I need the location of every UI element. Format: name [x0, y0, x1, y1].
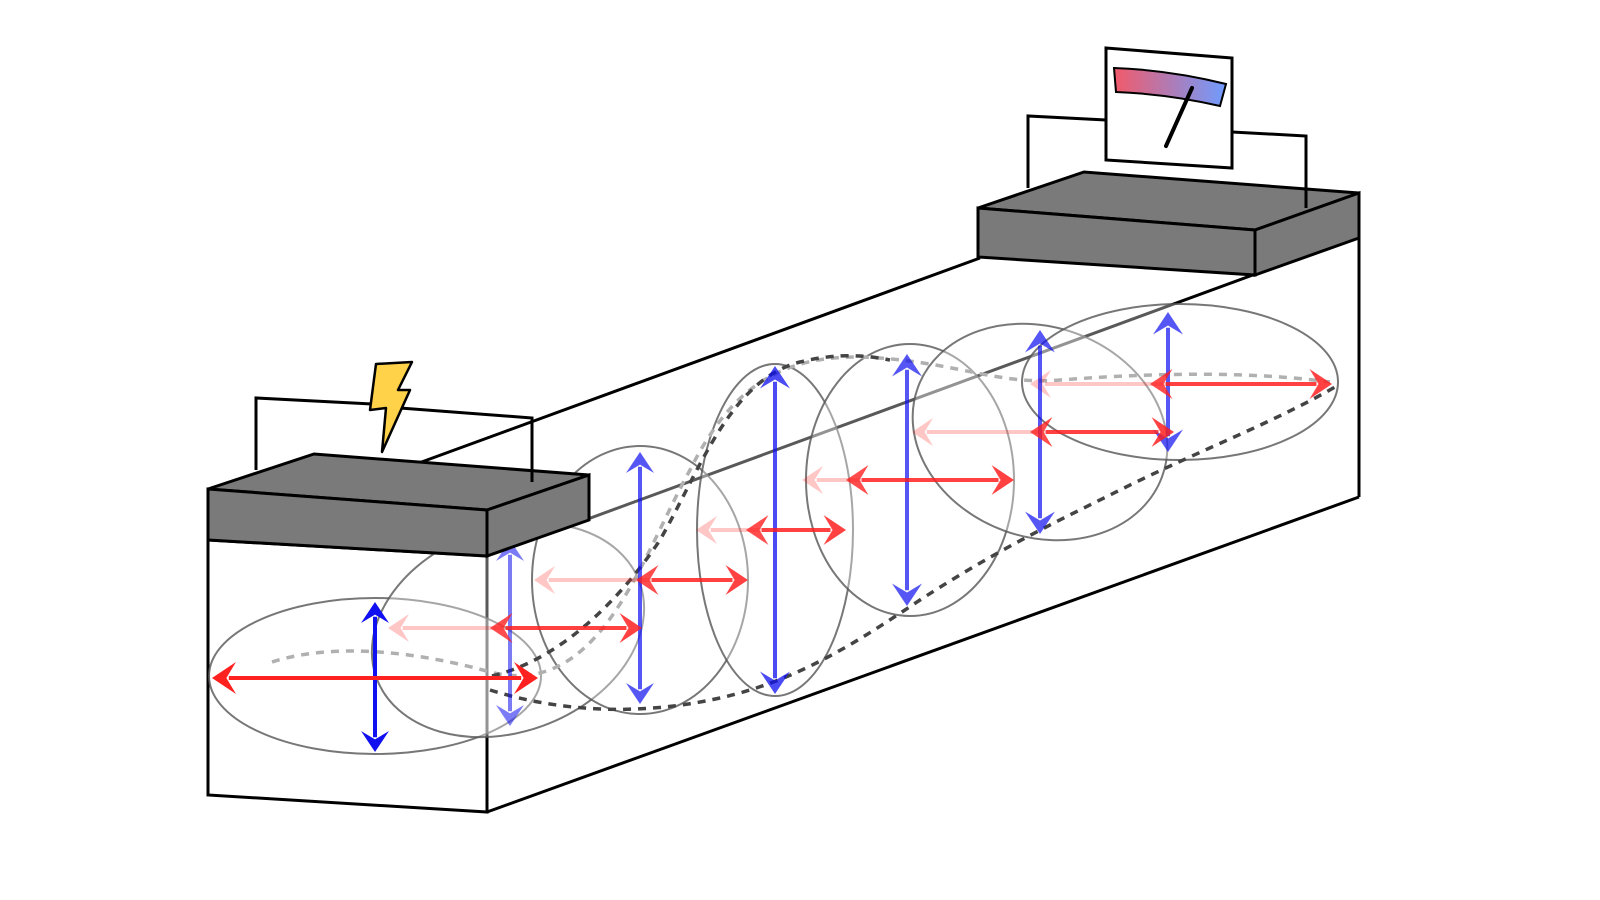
- electric-field-arrow: [846, 465, 1014, 495]
- electric-field-arrow: [212, 662, 538, 694]
- electric-field-arrow-part: [1030, 417, 1053, 447]
- electric-field-arrow-part: [490, 613, 513, 643]
- magnetic-field-arrow-part: [1025, 511, 1055, 534]
- electric-field-arrow-faded-part: [388, 614, 409, 642]
- input-electrode-side: [485, 472, 591, 559]
- slab-top-front-edge: [486, 234, 1360, 558]
- dashed-path-lower: [489, 382, 1341, 712]
- output-electrode: [976, 170, 1361, 278]
- electric-field-arrow-part: [514, 662, 538, 694]
- magnetic-field-arrow-part: [1153, 312, 1183, 335]
- magnetic-field-arrow-part: [626, 452, 654, 473]
- dashed-path-upper: [491, 354, 891, 678]
- electric-field-arrow-faded-part: [696, 516, 717, 544]
- electric-field-arrow-part: [212, 662, 236, 694]
- magnetic-field-arrow-part: [892, 583, 922, 606]
- electric-field-arrow-faded-part: [912, 418, 933, 446]
- magnetic-field-arrow-part: [760, 671, 790, 694]
- lightning-bolt-icon: [368, 360, 414, 454]
- electric-field-arrow-part: [1309, 369, 1332, 399]
- electric-field-arrow-faded-part: [802, 466, 823, 494]
- magnetic-field-arrow-part: [892, 354, 922, 377]
- electric-field-arrow: [636, 565, 748, 595]
- electric-field-arrow: [1030, 417, 1174, 447]
- electric-field-arrow: [490, 613, 642, 643]
- electric-field-arrow-part: [1150, 369, 1173, 399]
- lightning-bolt-source: [254, 360, 534, 482]
- magnetic-field-arrow-part: [496, 705, 524, 726]
- meter-wire-left: [1026, 114, 1107, 188]
- electric-field-arrow-part: [991, 465, 1014, 495]
- analog-meter-icon: [1112, 66, 1228, 108]
- electric-field-arrow-part: [746, 515, 769, 545]
- dashed-path-back: [271, 355, 1331, 678]
- source-wire-right: [399, 406, 534, 482]
- meter-wire-right: [1231, 130, 1308, 208]
- meter-needle: [1164, 86, 1194, 148]
- field-visualization: [208, 303, 1341, 755]
- magnetic-field-arrow-part: [760, 366, 790, 389]
- magnetic-field-arrow: [496, 540, 524, 726]
- source-wire-left: [254, 396, 373, 470]
- magnetic-field-arrow-part: [496, 540, 524, 561]
- magnetic-field-arrow-part: [1025, 330, 1055, 353]
- electric-field-arrow-part: [725, 565, 748, 595]
- electric-field-arrow: [1150, 369, 1332, 399]
- output-electrode-side: [1253, 190, 1361, 278]
- electric-field-arrow-part: [1151, 417, 1174, 447]
- electric-field-arrow-part: [823, 515, 846, 545]
- electric-field-arrow: [746, 515, 846, 545]
- electric-field-arrow-part: [619, 613, 642, 643]
- magnetic-field-arrow-part: [626, 683, 654, 704]
- slab-bottom-edge: [486, 495, 1360, 814]
- meter-body: [1104, 46, 1234, 170]
- analog-meter-detector: [1026, 46, 1308, 208]
- electric-field-arrow-faded-part: [534, 566, 555, 594]
- magnetic-field-arrow-part: [361, 731, 389, 752]
- input-electrode: [206, 452, 591, 559]
- magnetic-field-arrow-part: [361, 602, 389, 623]
- electric-field-arrow-part: [846, 465, 869, 495]
- electric-field-arrow-part: [636, 565, 659, 595]
